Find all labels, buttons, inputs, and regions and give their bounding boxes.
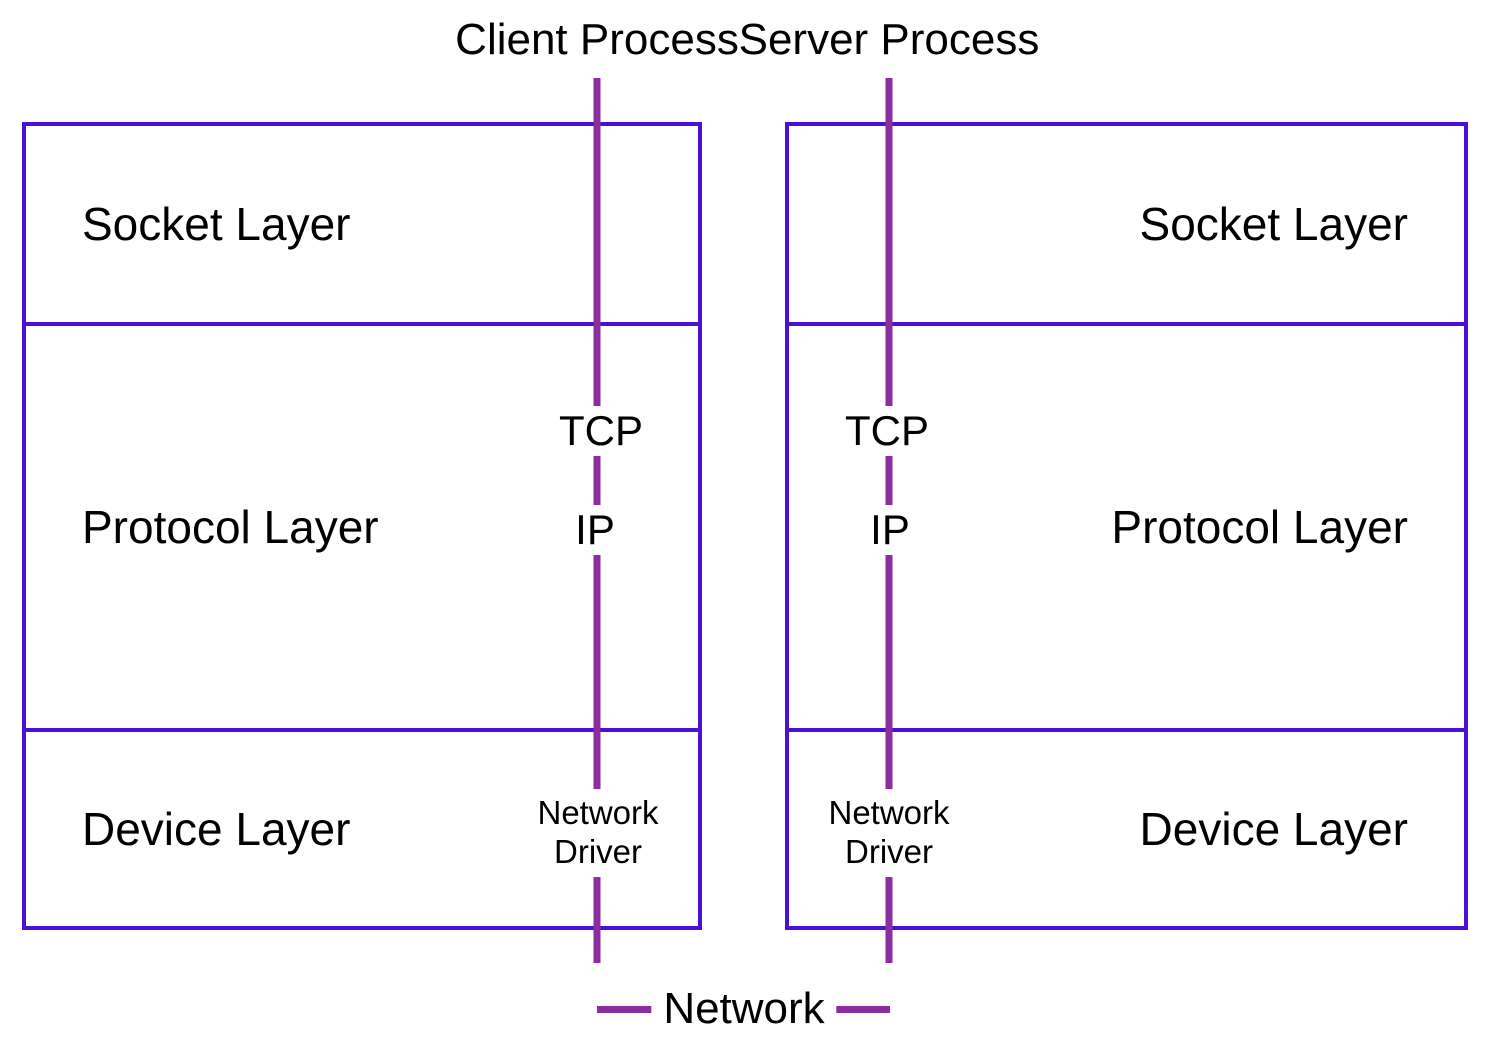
client-layer-socket: Socket Layer (26, 126, 698, 322)
server-network-wire-horizontal (800, 1006, 890, 1013)
client-network-driver-line2: Driver (554, 833, 642, 870)
server-protocol-layer-label: Protocol Layer (1111, 501, 1408, 553)
server-stack: Socket Layer Protocol Layer Device Layer (785, 122, 1468, 930)
server-ip-label: IP (860, 505, 920, 555)
server-socket-layer-label: Socket Layer (1139, 198, 1408, 250)
server-network-driver-line2: Driver (845, 833, 933, 870)
server-tcp-label: TCP (835, 406, 939, 456)
server-network-driver-line1: Network (828, 794, 950, 832)
client-layer-device: Device Layer (26, 728, 698, 926)
server-layer-protocol: Protocol Layer (789, 322, 1464, 728)
client-socket-layer-label: Socket Layer (82, 198, 351, 250)
client-stack: Socket Layer Protocol Layer Device Layer (22, 122, 702, 930)
client-device-layer-label: Device Layer (82, 803, 351, 855)
client-network-driver-line1: Network (537, 794, 659, 832)
server-process-title: Server Process (738, 15, 1040, 64)
client-process-title: Client Process (455, 15, 739, 64)
client-protocol-layer-label: Protocol Layer (82, 501, 379, 553)
client-ip-label: IP (565, 505, 625, 555)
client-layer-protocol: Protocol Layer (26, 322, 698, 728)
server-layer-socket: Socket Layer (789, 126, 1464, 322)
network-label: Network (651, 985, 837, 1033)
server-device-layer-label: Device Layer (1139, 803, 1408, 855)
client-network-wire-horizontal (597, 1006, 687, 1013)
server-network-driver-label: Network Driver (820, 789, 958, 877)
client-tcp-label: TCP (549, 406, 653, 456)
server-layer-device: Device Layer (789, 728, 1464, 926)
client-network-driver-label: Network Driver (529, 789, 667, 877)
